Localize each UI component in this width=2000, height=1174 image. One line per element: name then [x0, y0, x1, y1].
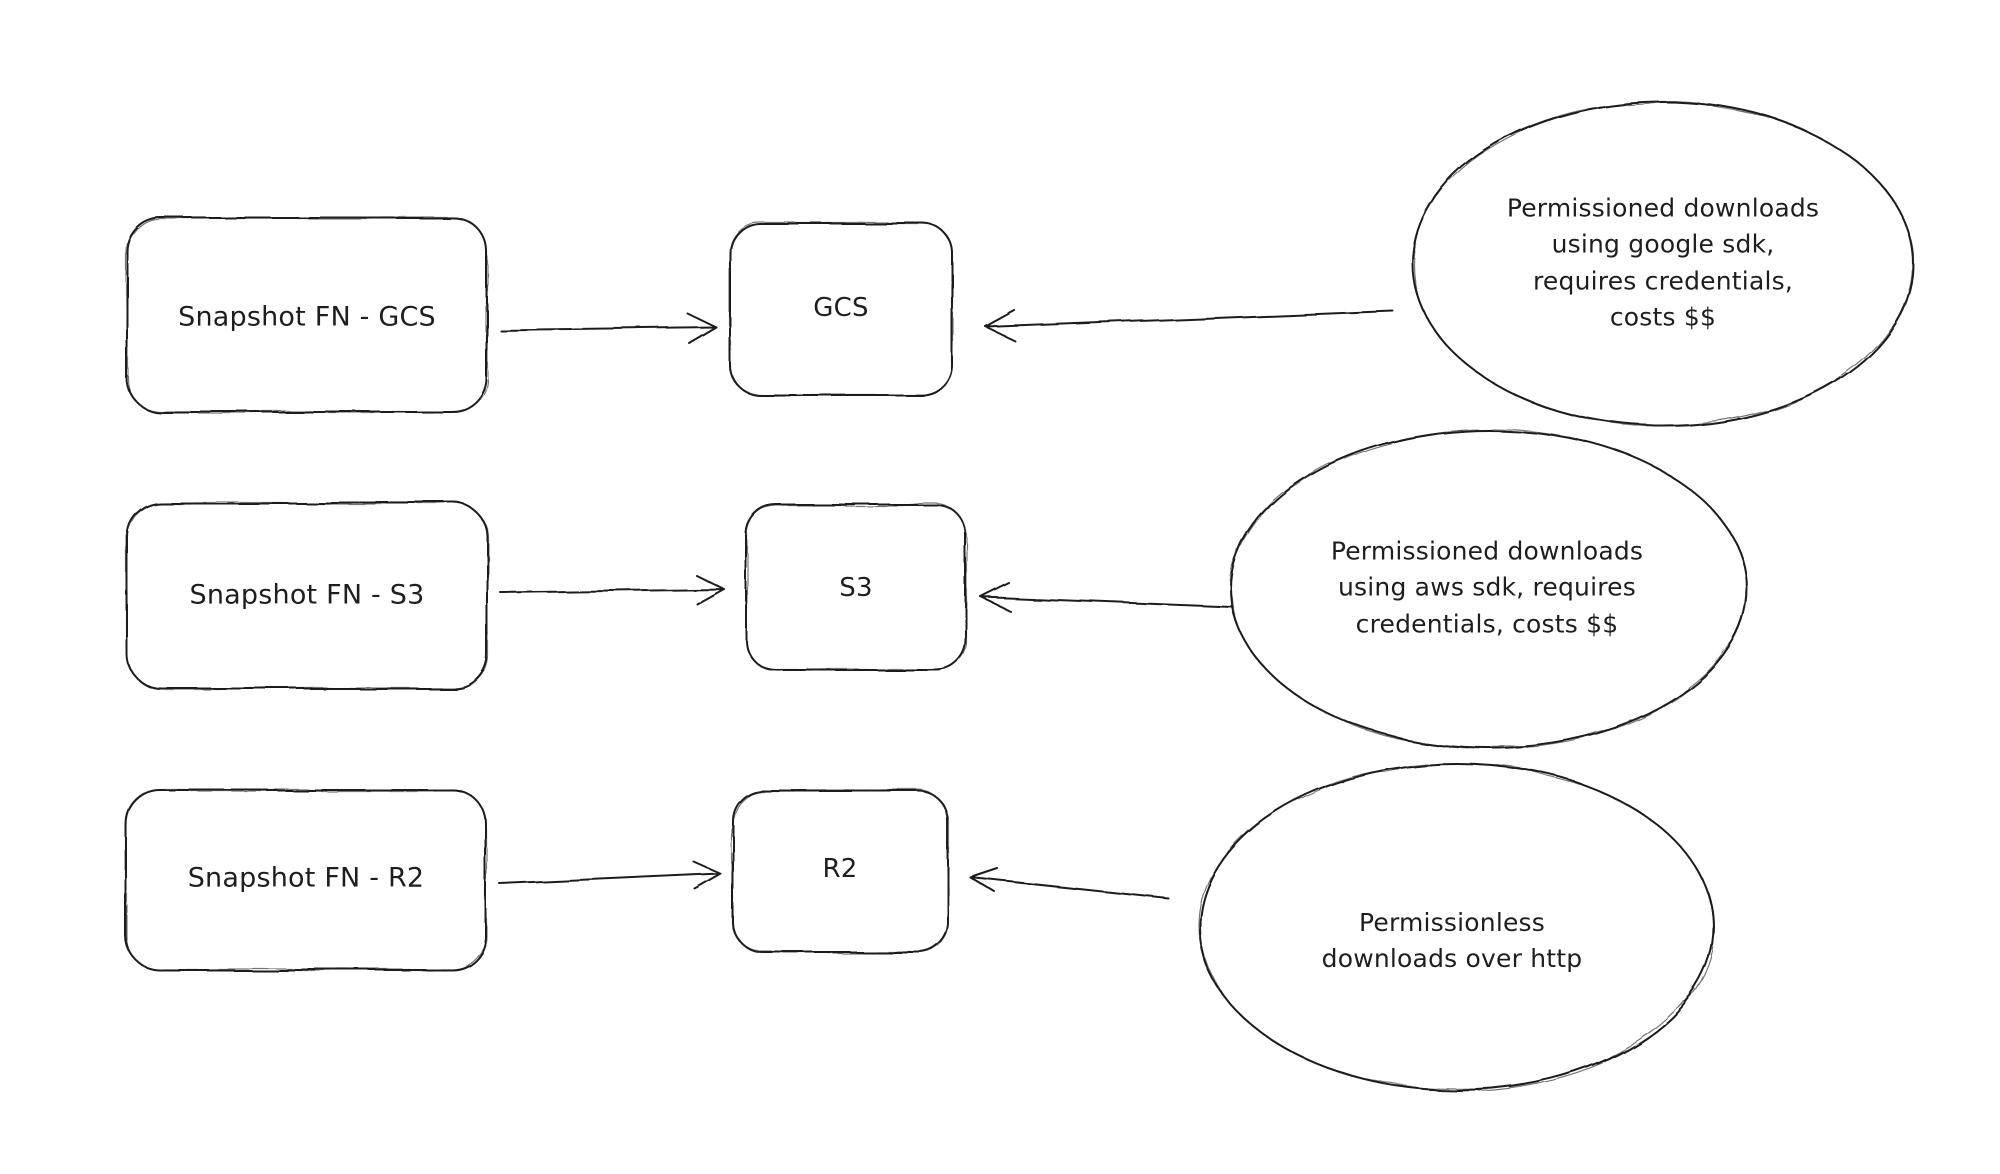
arrow-snapshot-r2-to-r2 — [499, 861, 722, 890]
gcs-note-text: Permissioned downloads using google sdk,… — [1506, 193, 1820, 332]
r2-label: R2 — [822, 854, 858, 885]
sketch-overdraw-layer — [125, 101, 1914, 1091]
arrow-snapshot-gcs-to-gcs — [499, 312, 717, 344]
gcs-label: GCS — [813, 293, 869, 324]
s3-note-text: Permissioned downloads using aws sdk, re… — [1330, 536, 1644, 639]
snapshot-fn-s3-label: Snapshot FN - S3 — [189, 579, 425, 611]
arrow-s3-note-to-s3 — [980, 582, 1233, 612]
arrow-snapshot-s3-to-s3 — [499, 574, 725, 605]
arrow-gcs-note-to-gcs — [985, 310, 1394, 342]
arrow-r2-note-to-r2 — [969, 867, 1169, 899]
s3-label: S3 — [839, 573, 873, 604]
snapshot-fn-r2-label: Snapshot FN - R2 — [187, 862, 425, 894]
r2-note-text: Permissionless downloads over http — [1321, 907, 1583, 973]
snapshot-fn-gcs-label: Snapshot FN - GCS — [178, 301, 436, 333]
